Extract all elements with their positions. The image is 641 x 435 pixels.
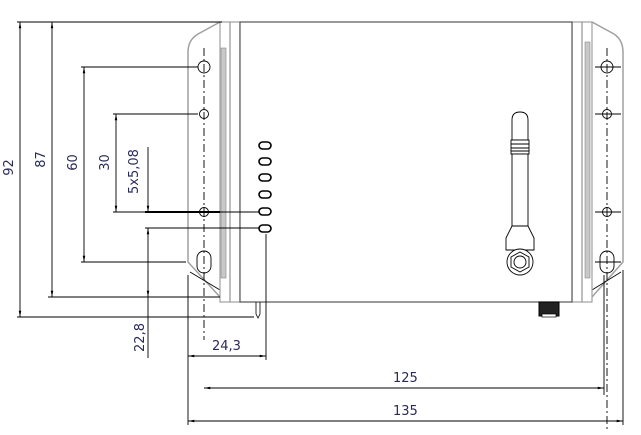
right-rail (571, 21, 593, 303)
connector-icon (538, 301, 560, 318)
dim-led-offset-horizontal: 24,3 (212, 339, 241, 354)
mount-holes-right (595, 48, 621, 430)
mount-holes-left (196, 48, 212, 340)
extension-lines (17, 21, 624, 425)
antenna-icon (505, 111, 535, 276)
dim-hole-spacing-inner: 30 (97, 154, 113, 171)
dim-overall-width: 135 (393, 404, 418, 419)
dim-overall-height: 92 (1, 159, 17, 176)
right-flange (591, 21, 624, 298)
left-flange (187, 21, 221, 298)
led-indicators (258, 141, 272, 233)
bottom-pin (255, 302, 261, 319)
dim-led-pitch: 5x5,08 (126, 149, 142, 194)
dim-hole-span-width: 125 (393, 371, 418, 386)
dim-led-offset-vertical: 22,8 (132, 323, 148, 352)
left-rail (219, 21, 241, 303)
dim-flange-height: 87 (33, 151, 49, 168)
dimension-lines (18, 22, 623, 423)
dim-hole-spacing-outer: 60 (65, 154, 81, 171)
